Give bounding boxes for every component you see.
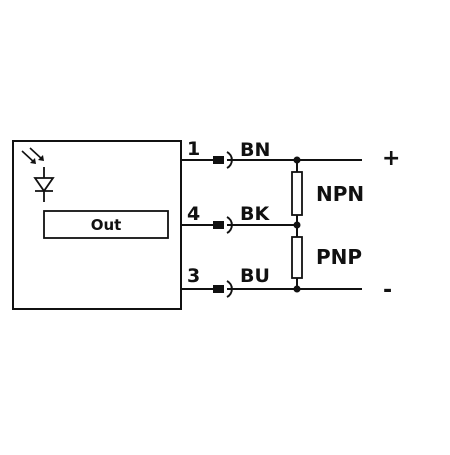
supply-plus-label: + <box>382 146 400 171</box>
wire-bn-label: BN <box>240 139 270 161</box>
pnp-label: PNP <box>316 245 362 269</box>
supply-minus-label: - <box>383 278 392 303</box>
junction-dot <box>293 156 301 164</box>
wire-bn <box>181 151 362 169</box>
output-label: Out <box>91 216 122 234</box>
load-resistor-pnp <box>291 236 303 289</box>
wire-bk-label: BK <box>240 203 270 225</box>
wire-bk <box>181 216 297 234</box>
junction-dot <box>293 221 301 229</box>
pin-3-label: 3 <box>187 265 200 287</box>
wire-bu-label: BU <box>240 265 270 287</box>
pin-1-label: 1 <box>187 138 200 160</box>
output-box <box>43 210 169 239</box>
wire-bu <box>181 280 362 298</box>
photodiode-icon <box>21 147 55 202</box>
junction-dot <box>293 285 301 293</box>
npn-label: NPN <box>316 182 364 206</box>
pin-4-label: 4 <box>187 203 200 225</box>
